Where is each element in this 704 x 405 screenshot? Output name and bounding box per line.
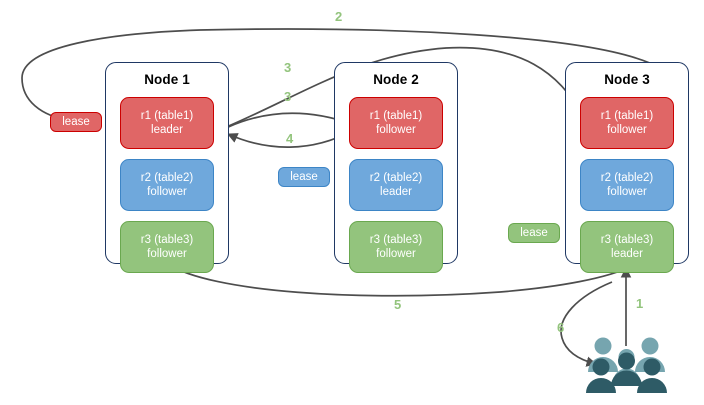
- node-1-replica-r2[interactable]: r2 (table2) follower: [120, 159, 214, 211]
- node-1-title: Node 1: [144, 72, 190, 87]
- node-1-replica-r2-name: r2 (table2): [140, 172, 194, 184]
- node-2-replica-r1[interactable]: r1 (table1) follower: [349, 97, 443, 149]
- node-2-replica-r3[interactable]: r3 (table3) follower: [349, 221, 443, 273]
- node-1-replica-r1-name: r1 (table1): [140, 110, 194, 122]
- node-3-replica-r1-role: follower: [607, 124, 647, 136]
- step-label-3a: 3: [284, 60, 292, 75]
- node-3-replica-r2-name: r2 (table2): [600, 172, 654, 184]
- step-label-2: 2: [335, 9, 343, 24]
- step-label-4: 4: [286, 131, 294, 146]
- node-3-replica-r1[interactable]: r1 (table1) follower: [580, 97, 674, 149]
- node-2-replica-r3-role: follower: [376, 248, 416, 260]
- node-2-replica-r3-name: r3 (table3): [369, 234, 423, 246]
- step-label-3b: 3: [284, 89, 292, 104]
- edge-step-2: [21, 28, 661, 125]
- node-2-replica-r2-name: r2 (table2): [369, 172, 423, 184]
- node-card-1[interactable]: Node 1 r1 (table1) leader r2 (table2) fo…: [105, 62, 229, 273]
- node-1-replica-r2-role: follower: [147, 186, 187, 198]
- node-card-3[interactable]: Node 3 r1 (table1) follower r2 (table2) …: [565, 62, 689, 273]
- node-1-replica-r3[interactable]: r3 (table3) follower: [120, 221, 214, 273]
- node-3-replica-r3-name: r3 (table3): [600, 234, 654, 246]
- node-2-title: Node 2: [373, 72, 419, 87]
- node-1-replica-r1[interactable]: r1 (table1) leader: [120, 97, 214, 149]
- node-3-replica-r3-role: leader: [611, 248, 643, 260]
- node-2-replica-r2-role: leader: [380, 186, 412, 198]
- edge-step-5: [167, 263, 633, 297]
- node-3-replica-r2[interactable]: r2 (table2) follower: [580, 159, 674, 211]
- node-2-replica-r1-role: follower: [376, 124, 416, 136]
- node-1-replica-r1-role: leader: [151, 124, 183, 136]
- lease-pill-table2[interactable]: lease: [278, 167, 330, 187]
- edge-step-3-long: [223, 46, 585, 129]
- lease-pill-table1[interactable]: lease: [50, 112, 102, 132]
- step-label-1: 1: [636, 296, 644, 311]
- node-3-replica-r1-name: r1 (table1): [600, 110, 654, 122]
- step-label-6: 6: [557, 320, 565, 335]
- node-3-title: Node 3: [604, 72, 650, 87]
- node-card-2[interactable]: Node 2 r1 (table1) follower r2 (table2) …: [334, 62, 458, 273]
- node-1-replica-r3-name: r3 (table3): [140, 234, 194, 246]
- users-icon: [586, 337, 667, 393]
- node-2-replica-r2[interactable]: r2 (table2) leader: [349, 159, 443, 211]
- edge-step-3-short: [223, 112, 353, 130]
- edge-step-6: [560, 281, 613, 367]
- lease-pill-table3[interactable]: lease: [508, 223, 560, 243]
- step-label-5: 5: [394, 297, 402, 312]
- node-3-replica-r2-role: follower: [607, 186, 647, 198]
- node-1-replica-r3-role: follower: [147, 248, 187, 260]
- node-2-replica-r1-name: r1 (table1): [369, 110, 423, 122]
- node-3-replica-r3[interactable]: r3 (table3) leader: [580, 221, 674, 273]
